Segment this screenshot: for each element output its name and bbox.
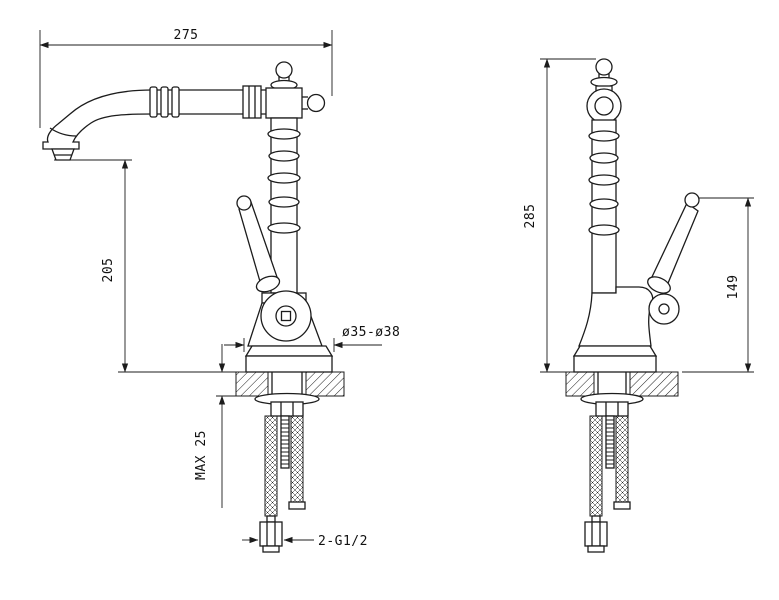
front-view: 275 205 ø35-ø38 MAX 25 2-G1/ — [39, 28, 400, 553]
valve-body — [247, 290, 323, 347]
hose-right — [290, 415, 304, 503]
spout-finial-side — [590, 58, 618, 93]
handle-side — [647, 192, 700, 294]
hose-left — [264, 415, 278, 517]
handle-ball-side — [684, 192, 700, 208]
handle-ball — [236, 195, 252, 211]
dim-hole-diameter: ø35-ø38 — [224, 325, 400, 352]
spout-end-ring — [586, 88, 622, 124]
hose-right-side — [615, 415, 629, 503]
counter-left-side — [565, 371, 595, 397]
counter-left — [235, 371, 269, 397]
supply-hoses-side — [584, 415, 631, 553]
thread-value: 2-G1/2 — [318, 534, 368, 549]
supply-hoses — [259, 415, 306, 553]
countertop-section — [235, 371, 345, 397]
handle-collar-side — [647, 276, 671, 294]
column-side — [588, 119, 620, 294]
dim-spout-reach: 275 — [39, 28, 333, 128]
handle-height-value: 149 — [726, 275, 741, 300]
spout-finial — [270, 61, 298, 91]
column — [267, 117, 301, 294]
spout-reach-value: 275 — [174, 28, 199, 43]
mounting-hardware — [254, 392, 320, 469]
hose-fitting-nut — [259, 521, 283, 547]
dim-spout-height: 205 — [54, 159, 244, 373]
dim-thread: 2-G1/2 — [242, 534, 368, 549]
dim-overall-height: 285 — [523, 58, 596, 373]
base-flange — [244, 345, 334, 373]
handle-collar — [255, 275, 281, 293]
hose-fitting-nut-side — [584, 521, 608, 547]
mounting-hardware-side — [580, 392, 644, 469]
side-ball — [306, 93, 326, 113]
threaded-stud — [280, 415, 290, 469]
spout — [42, 85, 269, 161]
base-flange-side — [572, 345, 658, 373]
spout-height-value: 205 — [101, 258, 116, 283]
mounting-nut — [270, 401, 304, 417]
counter-right-side — [629, 371, 679, 397]
junction-body — [265, 87, 326, 119]
dim-max-thickness: MAX 25 — [194, 344, 240, 508]
spout-collar — [242, 85, 262, 119]
handle — [236, 195, 281, 293]
counter-right — [305, 371, 345, 397]
hose-left-side — [589, 415, 603, 517]
countertop-section-side — [565, 371, 679, 397]
overall-height-value: 285 — [523, 204, 538, 229]
valve-body-side — [578, 286, 680, 347]
dim-handle-height: 149 — [682, 197, 754, 373]
side-view: 285 149 — [523, 58, 754, 553]
hole-diameter-value: ø35-ø38 — [342, 325, 400, 340]
max-thickness-value: MAX 25 — [194, 430, 209, 480]
